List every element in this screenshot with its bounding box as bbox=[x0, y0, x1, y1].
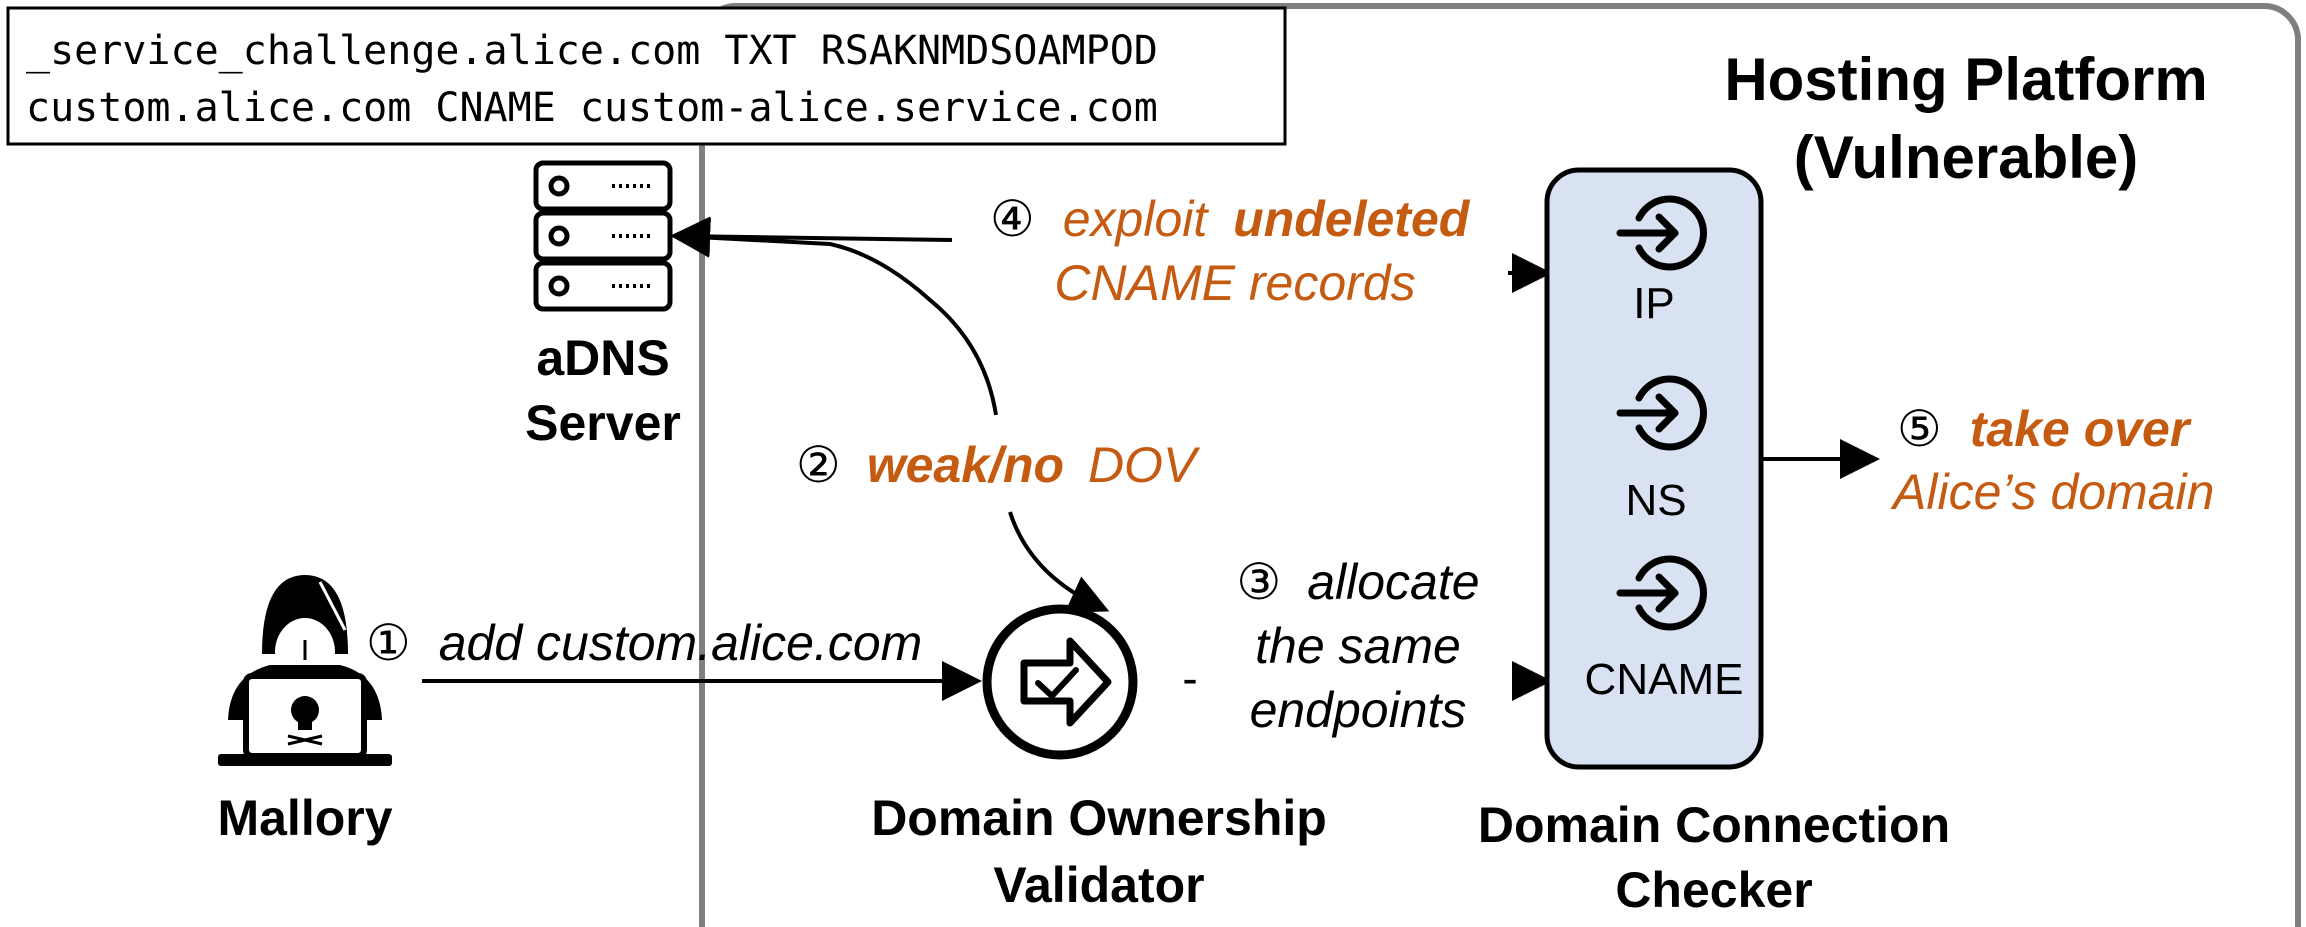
step2-label: ② weak/no DOV bbox=[796, 437, 1201, 493]
step1-text: add custom.alice.com bbox=[439, 615, 923, 671]
step3-number: ③ bbox=[1236, 554, 1281, 610]
mallory-label: Mallory bbox=[217, 790, 392, 846]
step3-text1: allocate bbox=[1307, 554, 1479, 610]
step2-number: ② bbox=[796, 437, 841, 493]
cname-endpoint-icon bbox=[1616, 555, 1708, 631]
platform-title-line2: (Vulnerable) bbox=[1794, 124, 2139, 191]
ip-endpoint: IP bbox=[1616, 195, 1708, 328]
step3-line2: the same bbox=[1255, 618, 1461, 674]
ns-endpoint: NS bbox=[1616, 375, 1708, 525]
checker-label-line2: Checker bbox=[1615, 862, 1812, 918]
ip-endpoint-label: IP bbox=[1633, 279, 1675, 328]
server-icon bbox=[533, 160, 673, 312]
step5-number: ⑤ bbox=[1897, 401, 1942, 457]
dns-record-txt: _service_challenge.alice.com TXT RSAKNMD… bbox=[26, 28, 1158, 74]
platform-title-line1: Hosting Platform bbox=[1724, 46, 2207, 113]
step1-number: ① bbox=[366, 615, 411, 671]
ns-endpoint-icon bbox=[1616, 375, 1708, 451]
step2-text: DOV bbox=[1088, 437, 1201, 493]
dns-record-cname: custom.alice.com CNAME custom-alice.serv… bbox=[26, 85, 1158, 131]
checker-label-line1: Domain Connection bbox=[1478, 797, 1950, 853]
cname-endpoint-label: CNAME bbox=[1585, 655, 1744, 704]
dns-records-box bbox=[6, 6, 1287, 146]
step3-line3: endpoints bbox=[1250, 682, 1467, 738]
step1-label: ① add custom.alice.com bbox=[366, 615, 922, 671]
adns-label-line2: Server bbox=[525, 395, 681, 451]
step5-line1: ⑤ take over bbox=[1897, 401, 2192, 457]
step4-line1: ④ exploit undeleted bbox=[990, 191, 1471, 247]
step5-bold: take over bbox=[1970, 401, 2192, 457]
step5-line2: Alice’s domain bbox=[1890, 464, 2214, 520]
checker-box bbox=[1544, 167, 1764, 770]
hacker-icon bbox=[218, 575, 392, 766]
ns-endpoint-label: NS bbox=[1625, 476, 1686, 525]
cname-endpoint: CNAME bbox=[1585, 555, 1744, 704]
arrow-dov-to-server bbox=[670, 217, 998, 416]
step4-plain: exploit bbox=[1063, 191, 1210, 247]
step4-number: ④ bbox=[990, 191, 1035, 247]
adns-label-line1: aDNS bbox=[536, 330, 669, 386]
arrow-dov-to-validator bbox=[1008, 511, 1110, 613]
step4-line2: CNAME records bbox=[1054, 255, 1415, 311]
ip-endpoint-icon bbox=[1616, 195, 1708, 271]
validator-icon bbox=[982, 604, 1138, 760]
step4-bold: undeleted bbox=[1233, 191, 1471, 247]
dash-mark: - bbox=[1182, 652, 1197, 704]
step2-bold: weak/no bbox=[867, 437, 1064, 493]
validator-label-line2: Validator bbox=[993, 857, 1204, 913]
step3-line1: ③ allocate bbox=[1236, 554, 1479, 610]
validator-label-line1: Domain Ownership bbox=[871, 790, 1327, 846]
arrow-exploit-to-server bbox=[670, 216, 953, 257]
hosting-platform-box bbox=[699, 3, 2301, 927]
